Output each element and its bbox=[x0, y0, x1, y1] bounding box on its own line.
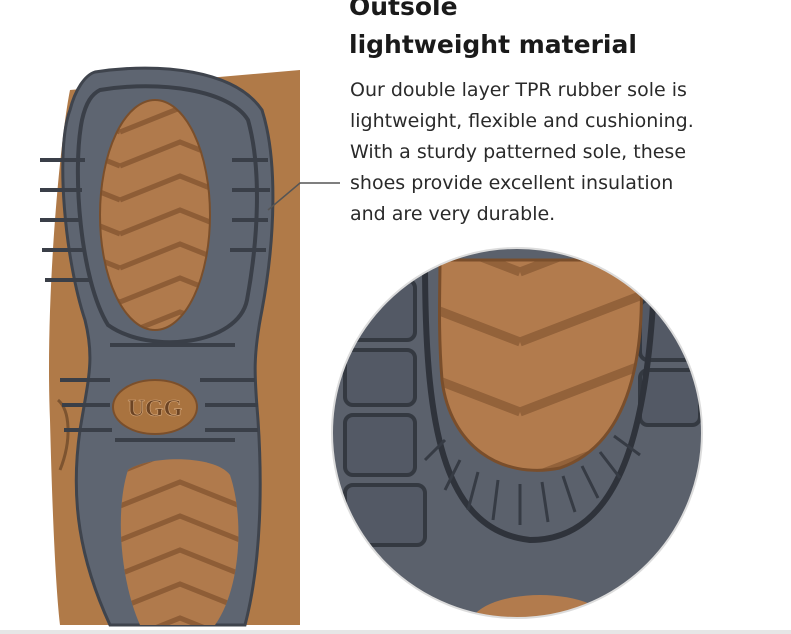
logo-oval bbox=[112, 379, 198, 435]
boot-sole bbox=[40, 66, 275, 627]
section-title: Outsole bbox=[349, 0, 458, 21]
callout-line bbox=[267, 182, 340, 211]
bottom-divider bbox=[0, 630, 791, 634]
description-line: shoes provide excellent insulation bbox=[350, 172, 674, 194]
section-description: Our double layer TPR rubber sole is ligh… bbox=[350, 75, 770, 230]
description-line: Our double layer TPR rubber sole is bbox=[350, 79, 687, 101]
ugg-logo: UGG bbox=[128, 396, 183, 422]
description-line: and are very durable. bbox=[350, 203, 556, 225]
sole-closeup bbox=[332, 248, 702, 618]
description-line: With a sturdy patterned sole, these bbox=[350, 141, 687, 163]
section-subtitle: lightweight material bbox=[349, 30, 637, 59]
description-line: lightweight, flexible and cushioning. bbox=[350, 110, 694, 132]
